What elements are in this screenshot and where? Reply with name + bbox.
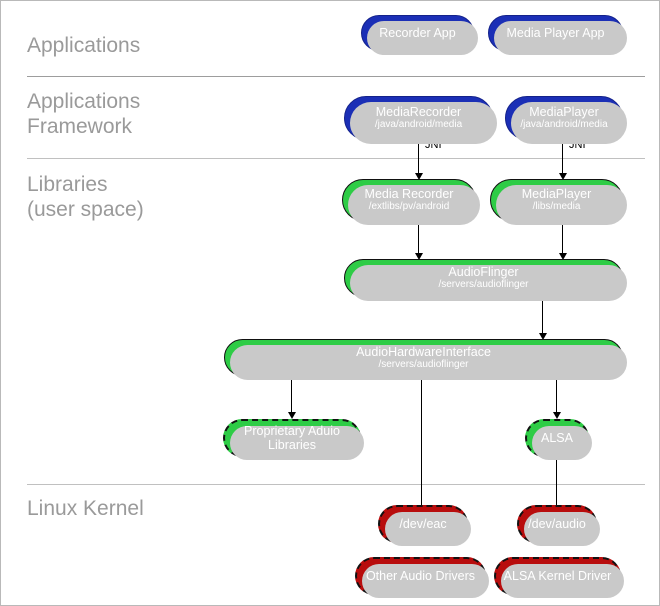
node-subtitle: /extlibs/pv/android bbox=[368, 201, 450, 212]
connector-alsa-to-dev-audio bbox=[556, 457, 557, 511]
node-subtitle: /servers/audioflinger bbox=[378, 358, 469, 370]
node-title: Media Recorder bbox=[364, 187, 454, 201]
layer-label-linux-kernel: Linux Kernel bbox=[27, 497, 144, 520]
node-audioflinger[interactable]: AudioFlinger /servers/audioflinger bbox=[344, 259, 627, 301]
node-title: AudioFlinger bbox=[448, 265, 519, 279]
node-title: MediaPlayer bbox=[521, 187, 592, 201]
node-title: Media Player App bbox=[506, 25, 605, 40]
node-subtitle: /servers/audioflinger bbox=[438, 279, 529, 290]
node-subtitle: /java/android/media bbox=[520, 119, 608, 130]
node-mediaplayer-lib[interactable]: MediaPlayer /libs/media bbox=[490, 179, 627, 225]
node-title: /dev/audio bbox=[528, 516, 586, 531]
connector-ahi-to-alsa bbox=[556, 376, 557, 416]
connector-mediaplayer-lib-to-audioflinger bbox=[562, 222, 563, 257]
node-other-audio-drivers[interactable]: Other Audio Drivers bbox=[355, 557, 489, 598]
node-title: MediaPlayer bbox=[529, 105, 599, 119]
node-title: ALSA bbox=[541, 430, 573, 445]
arrowhead-audiohardwareinterface bbox=[539, 333, 547, 340]
arrowhead-media-recorder bbox=[415, 173, 423, 180]
node-audiohardwareinterface[interactable]: AudioHardwareInterface /servers/audiofli… bbox=[224, 339, 627, 380]
node-subtitle: /java/android/media bbox=[374, 119, 463, 130]
arrowhead-alsa bbox=[553, 412, 561, 419]
connector-mediaplayer-to-mediaplayer-lib bbox=[562, 142, 563, 176]
node-title: Proprietary Aduio bbox=[244, 424, 340, 438]
node-alsa[interactable]: ALSA bbox=[525, 419, 592, 460]
node-mediaplayer-framework[interactable]: MediaPlayer /java/android/media bbox=[505, 96, 627, 144]
node-title: Other Audio Drivers bbox=[365, 568, 476, 583]
node-title: MediaRecorder bbox=[375, 105, 462, 119]
node-dev-eac[interactable]: /dev/eac bbox=[378, 505, 471, 546]
node-title: ALSA Kernel Driver bbox=[503, 568, 612, 583]
node-media-player-app[interactable]: Media Player App bbox=[488, 15, 627, 55]
layer-label-libraries: Libraries (user space) bbox=[27, 173, 144, 221]
node-media-recorder-lib[interactable]: Media Recorder /extlibs/pv/android bbox=[342, 179, 480, 225]
node-proprietary-audio-libraries[interactable]: Proprietary Aduio Libraries bbox=[223, 419, 364, 460]
divider-kernel bbox=[27, 484, 645, 485]
divider-applications bbox=[27, 76, 645, 77]
divider-framework bbox=[27, 158, 645, 159]
node-subtitle: Libraries bbox=[268, 438, 316, 452]
node-title: Recorder App bbox=[379, 25, 456, 40]
layer-label-applications-framework: Applications Framework bbox=[27, 90, 141, 138]
layer-label-applications: Applications bbox=[27, 34, 141, 57]
node-title: /dev/eac bbox=[399, 516, 447, 531]
arrowhead-audioflinger-right bbox=[559, 253, 567, 260]
connector-ahi-to-dev-eac bbox=[421, 376, 422, 511]
node-dev-audio[interactable]: /dev/audio bbox=[517, 505, 600, 546]
node-recorder-app[interactable]: Recorder App bbox=[361, 15, 478, 55]
node-subtitle: /libs/media bbox=[532, 201, 581, 212]
connector-audioflinger-to-audiohardwareinterface bbox=[542, 297, 543, 337]
arrowhead-mediaplayer-lib bbox=[559, 173, 567, 180]
arrowhead-proprietary-libraries bbox=[288, 412, 296, 419]
connector-mediarecorder-to-media-recorder bbox=[418, 142, 419, 176]
node-title: AudioHardwareInterface bbox=[356, 344, 491, 359]
connector-media-recorder-to-audioflinger bbox=[418, 222, 419, 257]
node-alsa-kernel-driver[interactable]: ALSA Kernel Driver bbox=[494, 557, 624, 598]
node-mediarecorder-framework[interactable]: MediaRecorder /java/android/media bbox=[344, 96, 497, 144]
arrowhead-audioflinger-left bbox=[415, 253, 423, 260]
connector-ahi-to-proprietary-libraries bbox=[291, 376, 292, 416]
